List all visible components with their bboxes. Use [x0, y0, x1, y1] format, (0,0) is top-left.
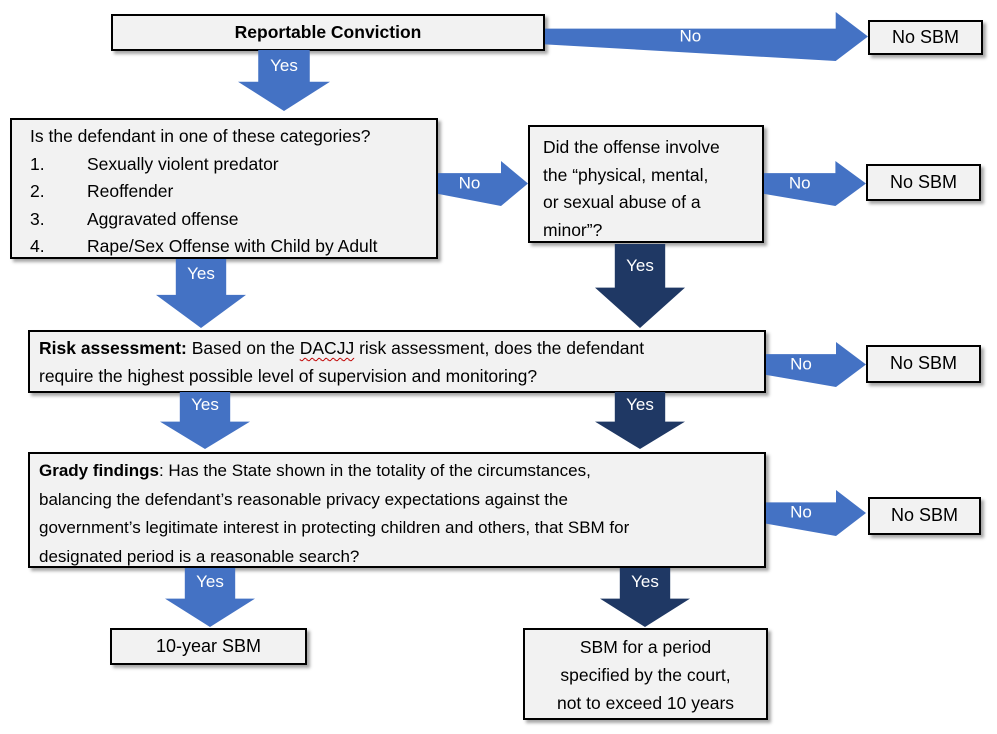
yes-label: Yes — [270, 56, 298, 75]
risk-text: require the highest possible level of su… — [39, 365, 538, 386]
grady-text: balancing the defendant’s reasonable pri… — [39, 489, 568, 509]
arrow-minor-abuse-yes: Yes — [595, 244, 685, 328]
list-item-number: 2. — [30, 181, 45, 201]
minor-abuse-node: Did the offense involve the “physical, m… — [528, 125, 764, 243]
arrow-grady-yes-right: Yes — [600, 568, 690, 627]
yes-label: Yes — [626, 395, 654, 414]
ten-year-sbm-label: 10-year SBM — [155, 635, 262, 656]
grady-text: : Has the State shown in the totality of… — [158, 461, 591, 480]
start-node: Reportable Conviction — [111, 14, 545, 51]
list-item-text: Reoffender — [87, 181, 174, 201]
arrow-categories-yes: Yes — [156, 259, 246, 328]
no-label: No — [788, 173, 811, 193]
arrow-categories-no: No — [438, 161, 528, 206]
no-label: No — [790, 354, 812, 374]
list-item: 1. Sexually violent predator — [30, 151, 428, 179]
yes-label: Yes — [626, 256, 654, 275]
court-period-line: SBM for a period — [579, 637, 712, 657]
arrow-risk-yes-right: Yes — [595, 392, 685, 449]
no-sbm-node-1: No SBM — [868, 20, 983, 55]
yes-label: Yes — [196, 572, 224, 591]
no-sbm-label: No SBM — [890, 505, 959, 526]
ten-year-sbm-node: 10-year SBM — [110, 628, 307, 665]
court-period-sbm-node: SBM for a period specified by the court,… — [523, 628, 768, 720]
list-item-text: Rape/Sex Offense with Child by Adult — [87, 236, 378, 256]
no-label: No — [458, 173, 481, 193]
list-item: 4. Rape/Sex Offense with Child by Adult — [30, 233, 428, 261]
arrow-start-no: No — [545, 12, 868, 61]
arrow-grady-no: No — [766, 490, 866, 536]
risk-text: Based on the — [186, 338, 300, 358]
arrow-risk-no: No — [766, 342, 866, 387]
grady-bold-prefix: Grady findings — [39, 461, 159, 480]
list-item-number: 1. — [30, 153, 45, 174]
yes-label: Yes — [187, 264, 215, 283]
minor-abuse-line: minor”? — [543, 219, 603, 240]
no-sbm-node-4: No SBM — [868, 497, 981, 535]
list-item: 3. Aggravated offense — [30, 206, 428, 234]
list-item-text: Sexually violent predator — [87, 153, 279, 174]
risk-dacjj-misspelled: DACJJ — [299, 338, 355, 358]
minor-abuse-line: the “physical, mental, — [543, 164, 709, 185]
risk-text: risk assessment, does the defendant — [354, 338, 645, 358]
yes-label: Yes — [631, 572, 659, 591]
court-period-line: not to exceed 10 years — [556, 693, 735, 713]
minor-abuse-line: or sexual abuse of a — [543, 192, 701, 212]
arrow-start-yes: Yes — [238, 50, 330, 111]
no-sbm-label: No SBM — [889, 171, 958, 192]
no-label: No — [679, 26, 702, 46]
no-sbm-node-3: No SBM — [866, 345, 981, 383]
no-sbm-node-2: No SBM — [866, 164, 981, 201]
list-item-number: 3. — [30, 208, 45, 229]
categories-title: Is the defendant in one of these categor… — [30, 126, 371, 146]
grady-text: designated period is a reasonable search… — [39, 546, 360, 566]
list-item: 2. Reoffender — [30, 178, 428, 206]
minor-abuse-line: Did the offense involve — [543, 137, 720, 157]
grady-findings-node: Grady findings: Has the State shown in t… — [28, 452, 766, 568]
no-label: No — [790, 502, 812, 522]
court-period-line: specified by the court, — [560, 665, 731, 685]
list-item-text: Aggravated offense — [87, 208, 239, 229]
risk-bold-prefix: Risk assessment: — [39, 338, 187, 358]
arrow-risk-yes-left: Yes — [160, 392, 250, 449]
no-sbm-label: No SBM — [891, 26, 960, 47]
categories-node: Is the defendant in one of these categor… — [10, 118, 438, 259]
arrow-grady-yes-left: Yes — [165, 568, 255, 627]
start-node-label: Reportable Conviction — [234, 21, 422, 42]
grady-text: government’s legitimate interest in prot… — [39, 518, 630, 537]
list-item-number: 4. — [30, 236, 45, 256]
yes-label: Yes — [191, 395, 219, 414]
no-sbm-label: No SBM — [889, 353, 958, 374]
arrow-minor-abuse-no: No — [764, 161, 866, 206]
risk-assessment-node: Risk assessment: Based on the DACJJ risk… — [28, 330, 766, 393]
